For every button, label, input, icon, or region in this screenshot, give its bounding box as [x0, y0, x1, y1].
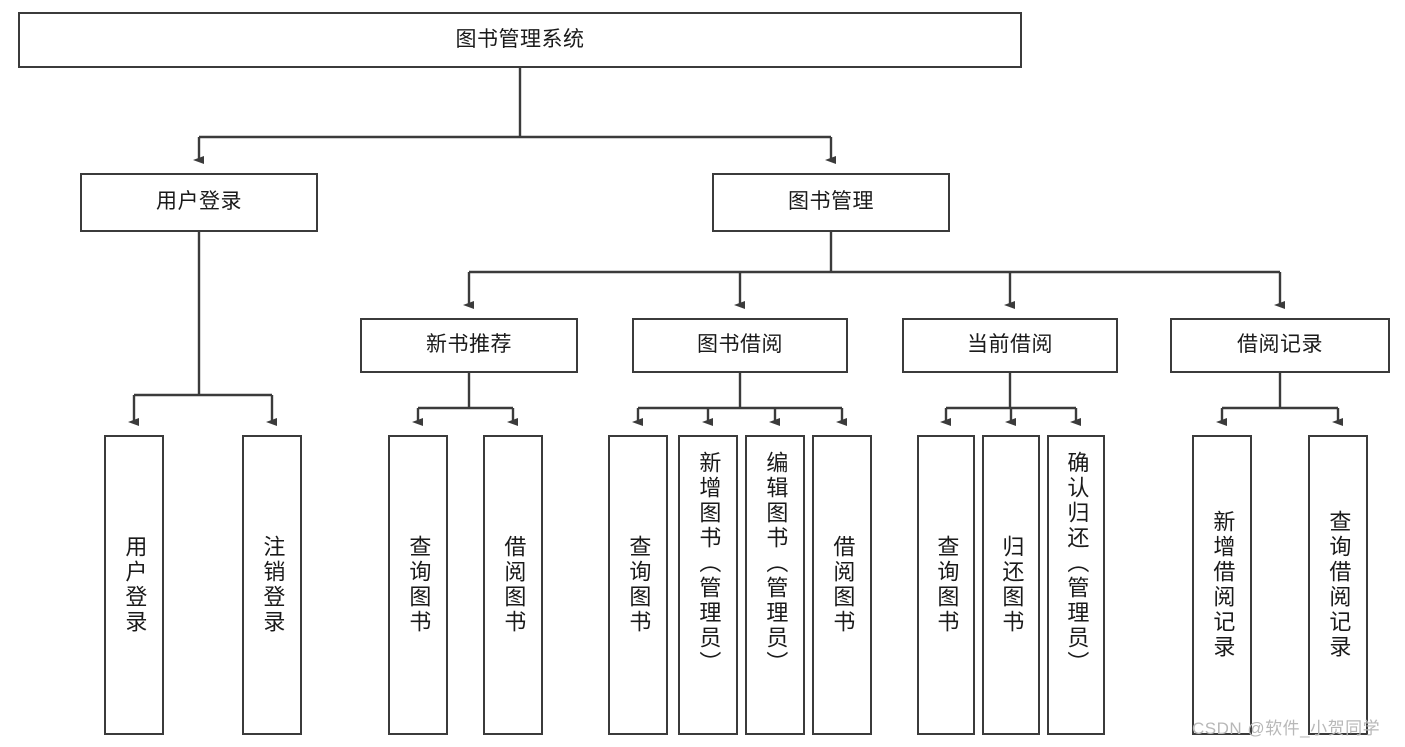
csdn-watermark: CSDN @软件_小贺同学	[1192, 719, 1381, 738]
node-leaf-user-login[interactable]: 用户登录	[104, 435, 164, 735]
node-leaf-query-book-1[interactable]: 查询图书	[388, 435, 448, 735]
node-label: 借阅图书	[501, 535, 527, 635]
node-label: 编辑图书（管理员）	[763, 451, 789, 676]
node-leaf-return-book[interactable]: 归还图书	[982, 435, 1040, 735]
node-label: 图书管理	[788, 190, 874, 214]
node-new-book-rec[interactable]: 新书推荐	[360, 318, 578, 373]
node-root[interactable]: 图书管理系统	[18, 12, 1022, 68]
node-leaf-add-record[interactable]: 新增借阅记录	[1192, 435, 1252, 735]
node-label: 查询图书	[934, 535, 960, 635]
node-leaf-add-book[interactable]: 新增图书（管理员）	[678, 435, 738, 735]
node-leaf-edit-book[interactable]: 编辑图书（管理员）	[745, 435, 805, 735]
node-leaf-borrow-book-1[interactable]: 借阅图书	[483, 435, 543, 735]
node-current-borrow[interactable]: 当前借阅	[902, 318, 1118, 373]
node-label: 借阅图书	[830, 535, 856, 635]
node-label: 图书借阅	[697, 333, 783, 357]
node-label: 用户登录	[122, 535, 148, 635]
node-leaf-query-book-2[interactable]: 查询图书	[608, 435, 668, 735]
node-label: 新增图书（管理员）	[696, 451, 722, 676]
node-book-borrow[interactable]: 图书借阅	[632, 318, 848, 373]
node-label: 当前借阅	[967, 333, 1053, 357]
node-leaf-borrow-book-2[interactable]: 借阅图书	[812, 435, 872, 735]
node-label: 新书推荐	[426, 333, 512, 357]
node-leaf-user-logout[interactable]: 注销登录	[242, 435, 302, 735]
node-book-manage[interactable]: 图书管理	[712, 173, 950, 232]
node-label: 新增借阅记录	[1210, 510, 1236, 660]
node-leaf-query-book-3[interactable]: 查询图书	[917, 435, 975, 735]
node-borrow-record[interactable]: 借阅记录	[1170, 318, 1390, 373]
node-user-login[interactable]: 用户登录	[80, 173, 318, 232]
node-label: 借阅记录	[1237, 333, 1323, 357]
node-label: 注销登录	[260, 535, 286, 635]
node-label: 归还图书	[999, 535, 1025, 635]
node-leaf-query-record[interactable]: 查询借阅记录	[1308, 435, 1368, 735]
node-label: 查询图书	[626, 535, 652, 635]
node-label: 查询图书	[406, 535, 432, 635]
node-label: 查询借阅记录	[1326, 510, 1352, 660]
node-label: 图书管理系统	[455, 27, 585, 51]
node-label: 确认归还（管理员）	[1064, 451, 1090, 676]
node-label: 用户登录	[156, 190, 242, 214]
node-leaf-confirm-return[interactable]: 确认归还（管理员）	[1047, 435, 1105, 735]
